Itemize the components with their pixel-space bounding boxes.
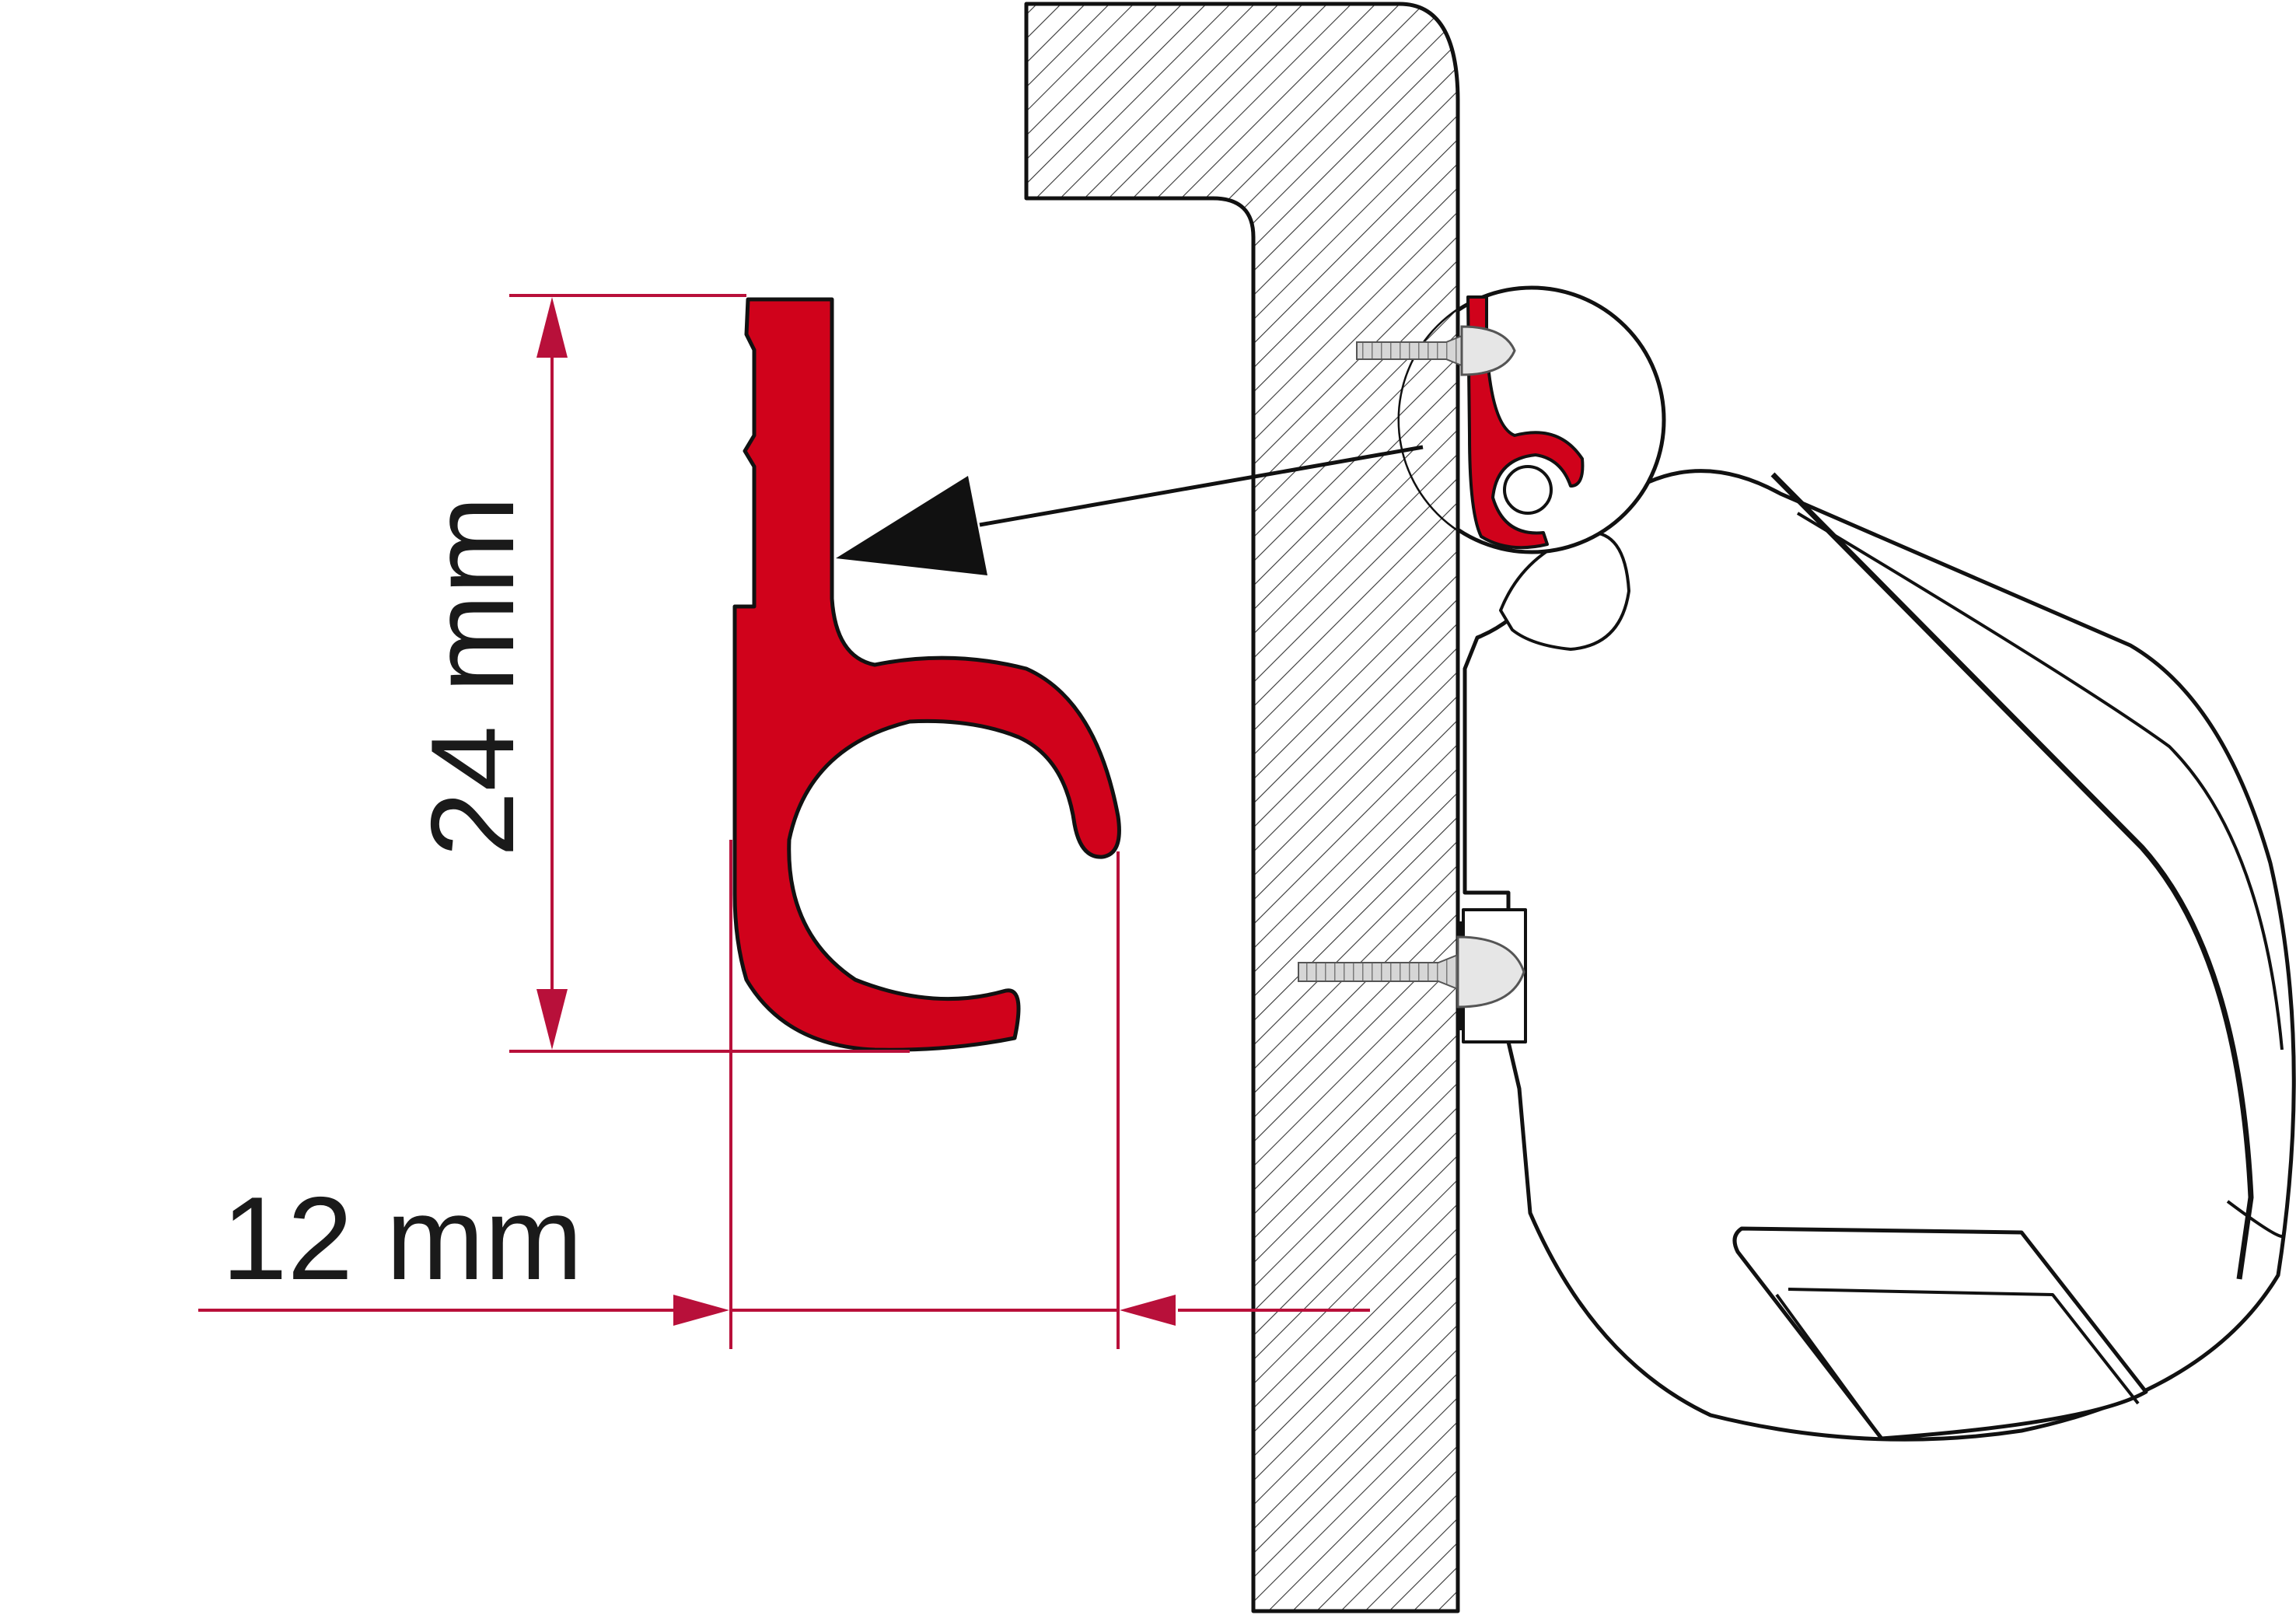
arrow-left-icon [836,445,1424,575]
height-dimension [509,294,910,1053]
rail-profile-small [1466,295,1585,550]
width-dimension [198,840,1370,1349]
screw-icon [1298,935,1525,1009]
rail-profile-large [732,297,1121,1052]
wall-section [1024,2,1460,1613]
width-label: 12 mm [222,1173,583,1305]
awning-cassette [1459,469,2296,1442]
height-label: 24 mm [407,496,539,858]
screw-icon [1356,325,1516,376]
